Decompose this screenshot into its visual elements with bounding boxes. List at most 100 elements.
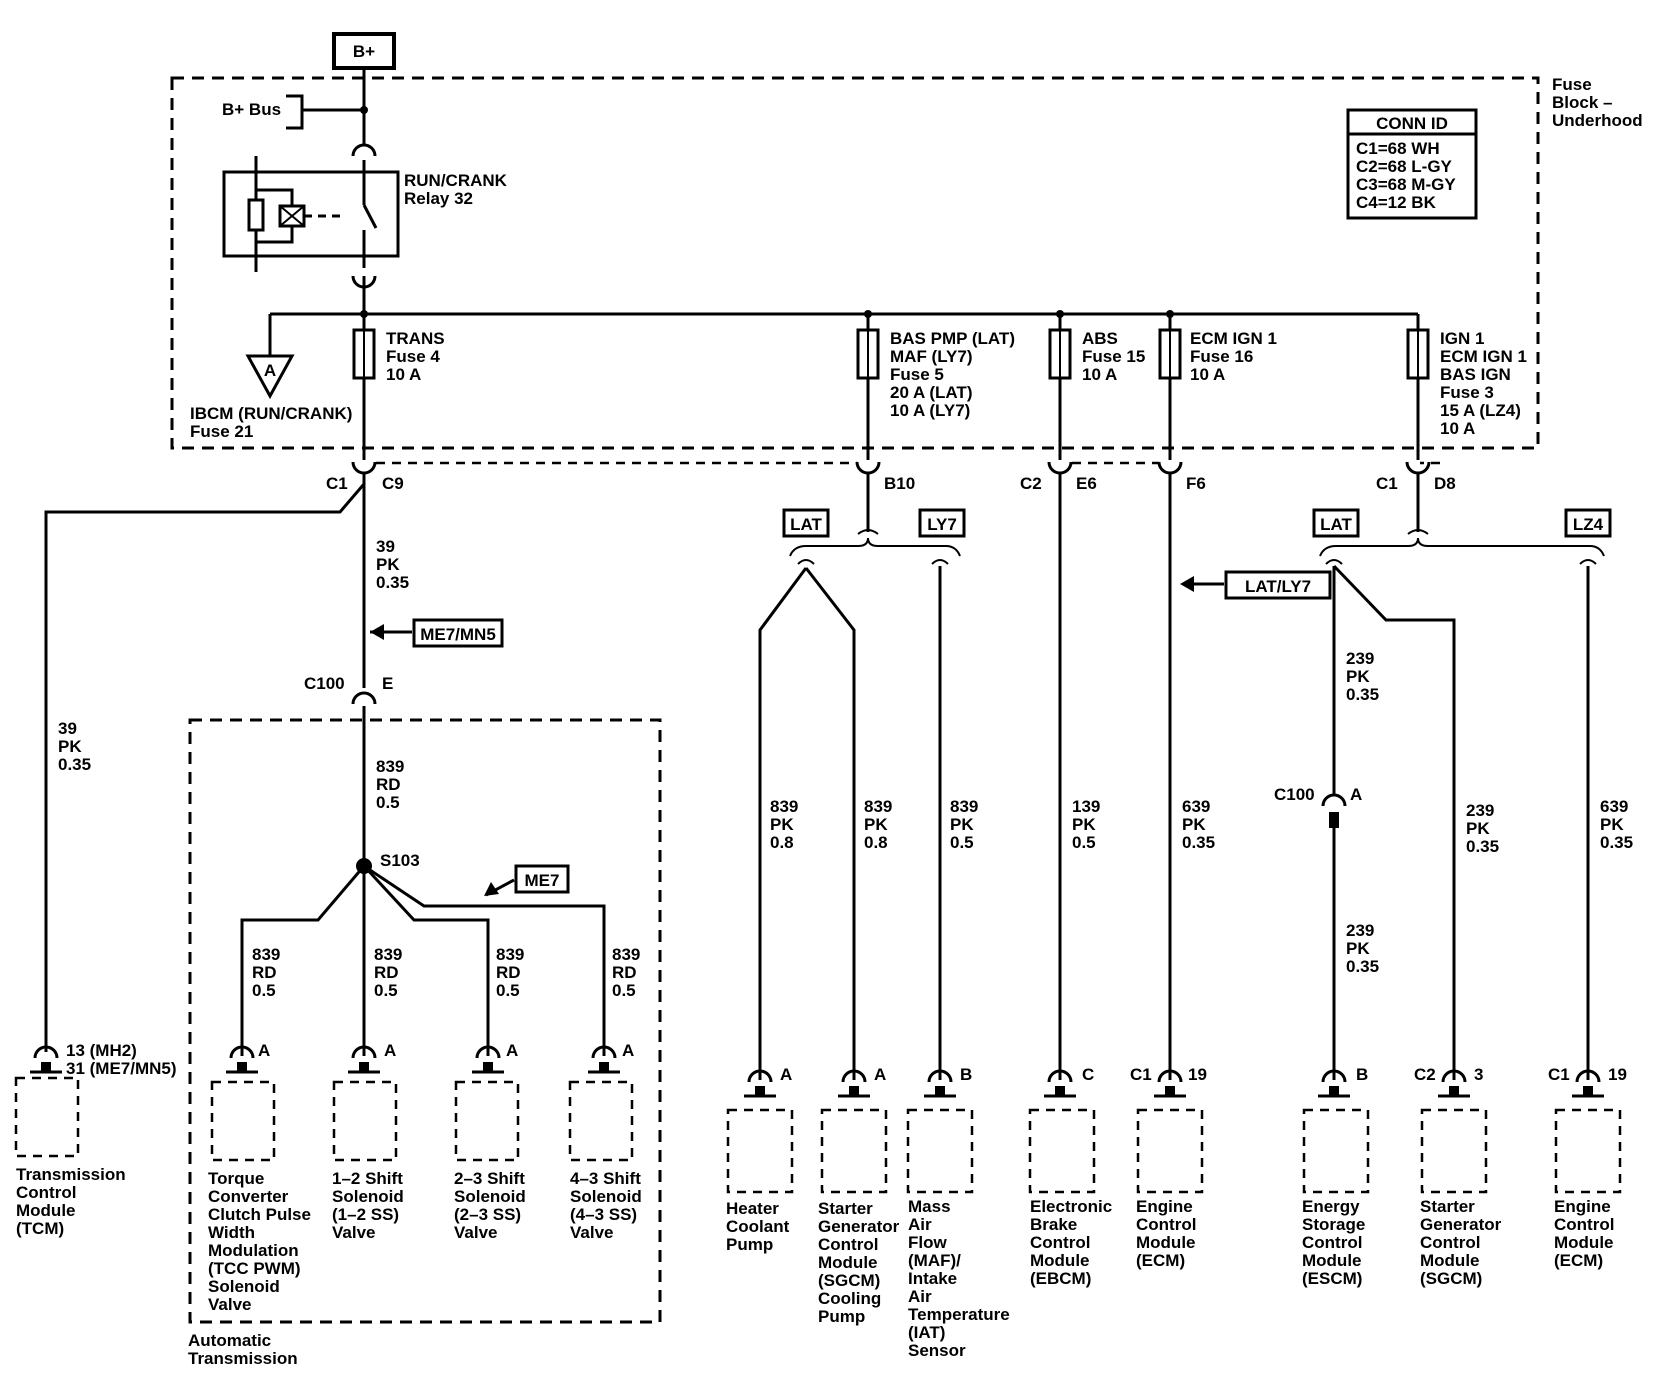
svg-text:Control: Control <box>818 1235 878 1254</box>
svg-text:Storage: Storage <box>1302 1215 1365 1234</box>
svg-text:PK: PK <box>1182 815 1206 834</box>
svg-text:RD: RD <box>496 963 521 982</box>
conn-label-c1-b: C1 <box>1376 474 1398 493</box>
svg-text:LAT: LAT <box>790 515 822 534</box>
svg-text:LY7: LY7 <box>927 515 957 534</box>
svg-text:(MAF)/: (MAF)/ <box>908 1251 961 1270</box>
svg-text:LZ4: LZ4 <box>1573 515 1604 534</box>
svg-text:Heater: Heater <box>726 1199 779 1218</box>
pin-a-4-3: A <box>622 1041 634 1060</box>
svg-text:10 A: 10 A <box>1440 419 1475 438</box>
option-tag-me7-mn5 <box>412 618 504 648</box>
automatic-transmission-outline <box>188 718 662 1324</box>
svg-text:(ECM): (ECM) <box>1136 1251 1185 1270</box>
automatic-transmission-label: Automatic Transmission <box>188 1331 298 1368</box>
svg-text:0.5: 0.5 <box>374 981 398 1000</box>
svg-text:839: 839 <box>770 797 798 816</box>
svg-text:RD: RD <box>374 963 399 982</box>
svg-text:(SGCM): (SGCM) <box>1420 1269 1482 1288</box>
svg-text:Block –: Block – <box>1552 93 1612 112</box>
ecm-label-a: Engine Control Module (ECM) <box>1136 1197 1196 1270</box>
svg-text:4–3 Shift: 4–3 Shift <box>570 1169 641 1188</box>
ebcm-module <box>1028 1069 1096 1194</box>
b-plus-source-label: B+ <box>353 42 375 61</box>
svg-text:Fuse 4: Fuse 4 <box>386 347 440 366</box>
svg-text:Underhood: Underhood <box>1552 111 1643 130</box>
wire-label-839-rd-a: 839 RD 0.5 <box>252 945 280 1000</box>
svg-text:0.35: 0.35 <box>376 573 409 592</box>
svg-text:MAF (LY7): MAF (LY7) <box>890 347 973 366</box>
svg-text:10 A (LY7): 10 A (LY7) <box>890 401 970 420</box>
wire-label-839-rd-b: 839 RD 0.5 <box>374 945 402 1000</box>
svg-text:IBCM (RUN/CRANK): IBCM (RUN/CRANK) <box>190 404 352 423</box>
svg-text:Module: Module <box>1420 1251 1480 1270</box>
svg-text:Module: Module <box>16 1201 76 1220</box>
svg-text:Fuse: Fuse <box>1552 75 1592 94</box>
svg-text:PK: PK <box>950 815 974 834</box>
svg-text:Air: Air <box>908 1215 932 1234</box>
svg-text:Fuse 3: Fuse 3 <box>1440 383 1494 402</box>
svg-text:Transmission: Transmission <box>16 1165 126 1184</box>
svg-text:Fuse 15: Fuse 15 <box>1082 347 1145 366</box>
svg-text:Control: Control <box>1136 1215 1196 1234</box>
tcc-solenoid <box>210 1045 276 1162</box>
wire-label-839-rd-d: 839 RD 0.5 <box>612 945 640 1000</box>
svg-text:0.35: 0.35 <box>1182 833 1215 852</box>
svg-text:639: 639 <box>1600 797 1628 816</box>
wire-label-139: 139 PK 0.5 <box>1072 797 1100 852</box>
sgcm-label: Starter Generator Control Module (SGCM) <box>1420 1197 1502 1288</box>
svg-text:Flow: Flow <box>908 1233 947 1252</box>
svg-text:(ESCM): (ESCM) <box>1302 1269 1362 1288</box>
svg-text:RUN/CRANK: RUN/CRANK <box>404 171 508 190</box>
svg-text:0.35: 0.35 <box>58 755 91 774</box>
svg-text:Mass: Mass <box>908 1197 951 1216</box>
wire-839-4-3 <box>363 864 606 1056</box>
conn-label-d8: D8 <box>1434 474 1456 493</box>
wire-label-39-tcm: 39 PK 0.35 <box>58 719 91 774</box>
svg-text:Fuse 16: Fuse 16 <box>1190 347 1253 366</box>
svg-text:C3=68 M-GY: C3=68 M-GY <box>1356 175 1456 194</box>
ecm-label-b: Engine Control Module (ECM) <box>1554 1197 1614 1270</box>
svg-text:Intake: Intake <box>908 1269 957 1288</box>
fuse-5-label: BAS PMP (LAT) MAF (LY7) Fuse 5 20 A (LAT… <box>890 329 1015 420</box>
svg-text:0.5: 0.5 <box>252 981 276 1000</box>
wire-label-839-pk-maf: 839 PK 0.5 <box>950 797 978 852</box>
wire-label-839-pk-heater: 839 PK 0.8 <box>770 797 798 852</box>
svg-text:ECM IGN 1: ECM IGN 1 <box>1190 329 1277 348</box>
svg-text:0.35: 0.35 <box>1600 833 1633 852</box>
svg-text:Width: Width <box>208 1223 255 1242</box>
svg-text:Fuse 5: Fuse 5 <box>890 365 944 384</box>
svg-text:Sensor: Sensor <box>908 1341 966 1360</box>
svg-text:0.5: 0.5 <box>950 833 974 852</box>
svg-text:Fuse 21: Fuse 21 <box>190 422 253 441</box>
svg-text:Energy: Energy <box>1302 1197 1360 1216</box>
svg-text:Relay 32: Relay 32 <box>404 189 473 208</box>
svg-text:31 (ME7/MN5): 31 (ME7/MN5) <box>66 1059 177 1078</box>
svg-text:(TCM): (TCM) <box>16 1219 64 1238</box>
svg-text:RD: RD <box>252 963 277 982</box>
ecm-module-a <box>1136 1069 1204 1194</box>
wire-label-639-a: 639 PK 0.35 <box>1182 797 1215 852</box>
svg-text:(SGCM): (SGCM) <box>818 1271 880 1290</box>
svg-text:39: 39 <box>376 537 395 556</box>
heater-pump-label: Heater Coolant Pump <box>726 1199 790 1254</box>
option-brace-fuse5 <box>789 537 961 557</box>
conn-label-c100: C100 <box>304 674 345 693</box>
svg-text:(2–3 SS): (2–3 SS) <box>454 1205 521 1224</box>
svg-text:0.5: 0.5 <box>496 981 520 1000</box>
svg-text:10 A: 10 A <box>386 365 421 384</box>
svg-text:Control: Control <box>1030 1233 1090 1252</box>
svg-text:Converter: Converter <box>208 1187 289 1206</box>
svg-text:ECM IGN 1: ECM IGN 1 <box>1440 347 1527 366</box>
svg-text:C2=68 L-GY: C2=68 L-GY <box>1356 157 1453 176</box>
svg-text:Valve: Valve <box>454 1223 498 1242</box>
fuse-block-outline <box>170 76 1540 450</box>
fuse-16-label: ECM IGN 1 Fuse 16 10 A <box>1190 329 1277 384</box>
conn-label-a: A <box>1350 785 1362 804</box>
wire-839-2-3 <box>362 864 490 1056</box>
svg-text:Valve: Valve <box>332 1223 376 1242</box>
svg-text:0.8: 0.8 <box>770 833 794 852</box>
pin-19-ecm-b: 19 <box>1608 1065 1627 1084</box>
svg-text:10 A: 10 A <box>1082 365 1117 384</box>
